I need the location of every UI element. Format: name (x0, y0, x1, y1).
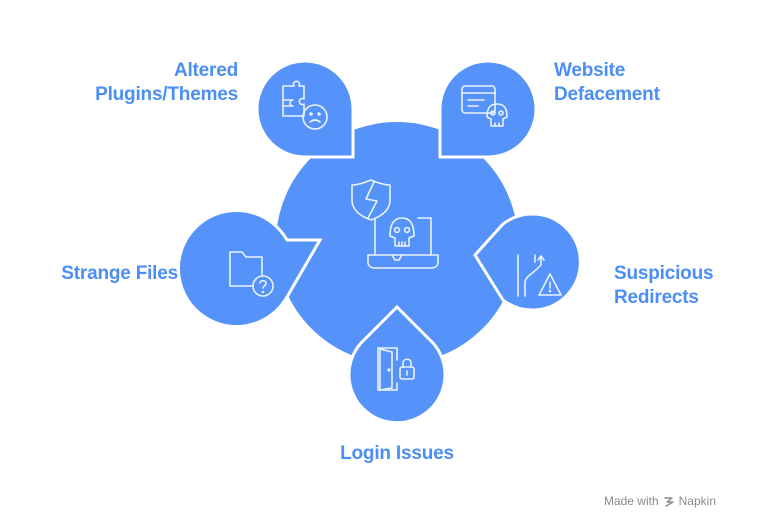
label-line: Altered (173, 60, 238, 81)
petal-redirects (473, 212, 582, 312)
napkin-logo-icon (663, 497, 674, 507)
label-altered-plugins-themes: Altered Plugins/Themes (95, 59, 238, 107)
petal-login (347, 304, 447, 425)
watermark-prefix: Made with (603, 494, 659, 508)
label-login-issues: Login Issues (297, 442, 497, 466)
puzzle-sad-face-icon (282, 80, 328, 130)
watermark: Made with Napkin (604, 494, 716, 508)
laptop-skull-icon (367, 217, 439, 269)
center-hub (276, 122, 518, 364)
label-line: Website (554, 60, 626, 81)
road-warning-icon (517, 254, 562, 297)
label-line: Strange Files (61, 263, 178, 284)
watermark-brand: Napkin (678, 494, 716, 508)
folder-question-icon (229, 251, 274, 297)
shield-broken-icon (351, 179, 391, 221)
label-website-defacement: Website Defacement (554, 59, 660, 107)
label-line: Plugins/Themes (95, 84, 238, 105)
petal-altered (255, 59, 355, 159)
webpage-skull-icon (461, 85, 508, 127)
door-lock-icon (377, 347, 415, 391)
label-line: Defacement (554, 84, 660, 105)
label-line: Suspicious (614, 263, 714, 284)
petal-strange (177, 209, 323, 328)
label-suspicious-redirects: Suspicious Redirects (614, 262, 714, 310)
label-line: Redirects (614, 287, 699, 308)
label-line: Login Issues (340, 443, 454, 464)
label-strange-files: Strange Files (61, 262, 178, 286)
